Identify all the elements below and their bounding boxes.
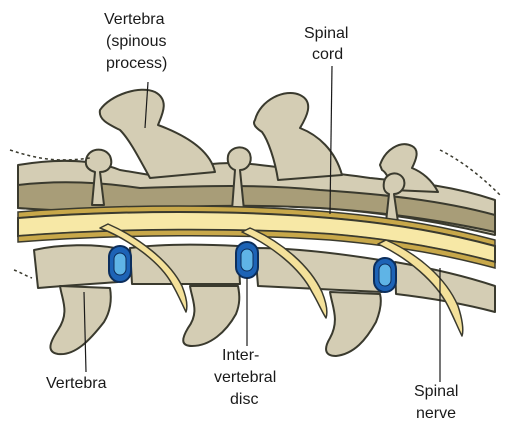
- label-spinous-line2: (spinous: [106, 33, 166, 50]
- label-cord-line2: cord: [312, 46, 343, 63]
- label-spinous-line3: process): [106, 55, 167, 72]
- label-vertebra: Vertebra: [46, 375, 107, 392]
- label-cord-line1: Spinal: [304, 25, 348, 42]
- label-disc-line2: vertebral: [214, 369, 276, 386]
- label-disc-line1: Inter-: [222, 347, 259, 364]
- label-disc-line3: disc: [230, 391, 258, 408]
- vertebral-bodies: [34, 245, 495, 356]
- label-nerve-line2: nerve: [416, 405, 456, 422]
- label-spinous-line1: Vertebra: [104, 11, 165, 28]
- label-nerve-line1: Spinal: [414, 383, 458, 400]
